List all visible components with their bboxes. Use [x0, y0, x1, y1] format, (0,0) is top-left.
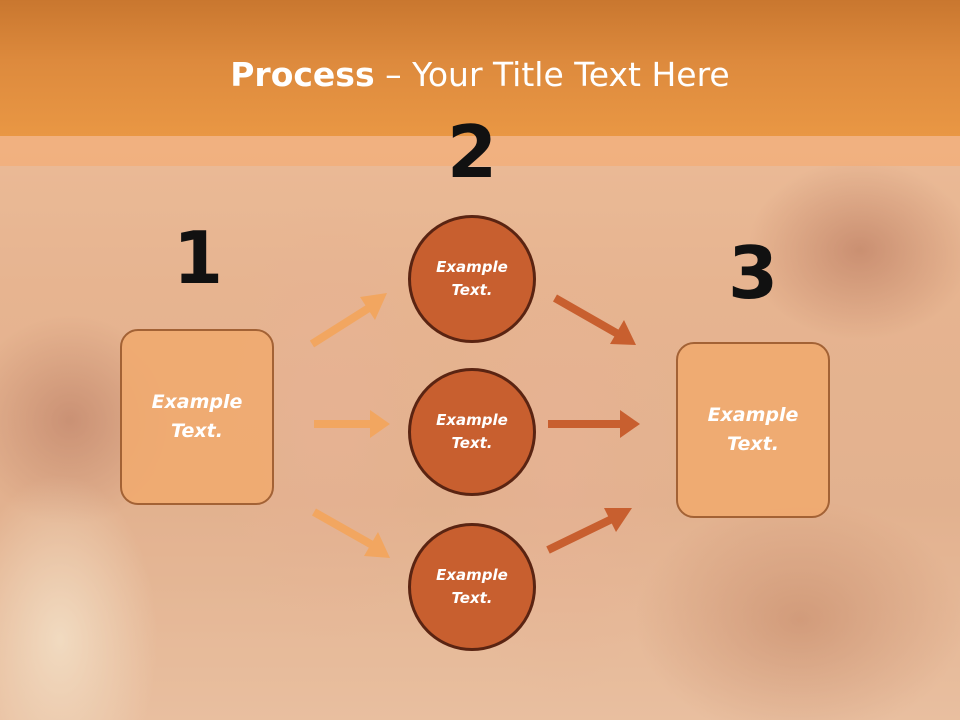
arrow-left-to-middle [314, 410, 390, 438]
arrow-middle-to-right [548, 410, 640, 438]
step-3-text: Example Text. [707, 404, 799, 455]
title-bold: Process [230, 55, 375, 94]
circle-middle-text: Example Text. [436, 411, 508, 452]
circle-bottom-text: Example Text. [436, 566, 508, 607]
step-1-box: Example Text. [120, 329, 274, 505]
step-number-2: 2 [446, 110, 498, 194]
title-rest: Your Title Text Here [412, 55, 730, 94]
step-number-3: 3 [727, 231, 779, 315]
title-bar [0, 0, 960, 136]
title-strip [0, 136, 960, 166]
step-2-circle-bottom: Example Text. [408, 523, 536, 651]
circle-top-text: Example Text. [436, 258, 508, 299]
step-1-text: Example Text. [151, 391, 243, 442]
title-separator: – [385, 55, 402, 94]
step-3-box: Example Text. [676, 342, 830, 518]
arrow-top-to-right [553, 294, 636, 345]
step-2-circle-middle: Example Text. [408, 368, 536, 496]
step-2-circle-top: Example Text. [408, 215, 536, 343]
step-number-1: 1 [172, 216, 224, 300]
arrow-bottom-to-right [546, 508, 632, 554]
slide-title: Process – Your Title Text Here [0, 54, 960, 96]
arrow-left-to-bottom [312, 508, 390, 558]
arrow-left-to-top [309, 293, 387, 348]
